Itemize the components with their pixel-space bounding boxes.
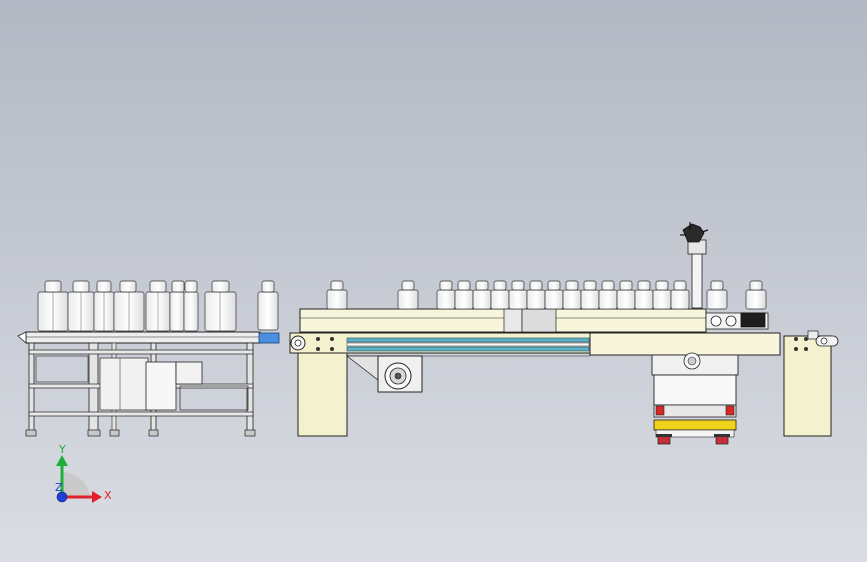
axis-label-x: X [104,489,112,502]
bottles-on-conveyor [326,280,767,310]
capping-head [680,222,769,330]
main-conveyor [289,308,839,437]
bottles-on-table [37,280,279,332]
drive-motor [345,355,423,393]
axis-label-z: Z [55,481,63,494]
transfer-plate [258,332,280,344]
machine-cabinet [651,352,739,445]
axis-triad[interactable]: Y X Z [55,443,112,503]
accumulation-table [17,331,261,437]
axis-label-y: Y [58,443,66,456]
